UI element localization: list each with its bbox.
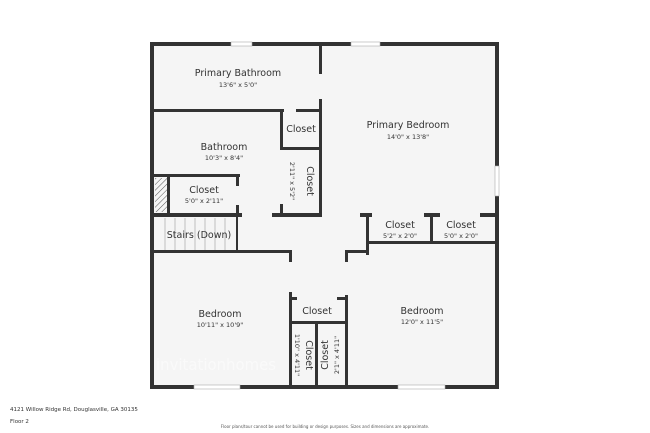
room-label: Closet xyxy=(302,306,332,317)
room-label: Closet xyxy=(385,220,415,231)
room-dimensions: 10'11" x 10'9" xyxy=(197,321,243,329)
room-label: Primary Bathroom xyxy=(195,68,281,79)
walls xyxy=(150,42,499,389)
room-dimensions: 13'6" x 5'0" xyxy=(219,81,257,89)
room-dimensions: 2'1" x 4'11" xyxy=(333,336,341,374)
room-dimensions: 12'0" x 11'5" xyxy=(401,318,443,326)
room-label: Bedroom xyxy=(199,309,242,320)
room-label: Closet xyxy=(303,340,314,370)
stairs-graphic xyxy=(164,218,226,250)
room-label: Closet xyxy=(304,166,315,196)
room-dimensions: 5'2" x 2'0" xyxy=(383,232,417,240)
room-label: Closet xyxy=(446,220,476,231)
room-label: Primary Bedroom xyxy=(367,120,450,131)
room-label: Closet xyxy=(320,340,331,370)
room-label: Bathroom xyxy=(201,142,248,153)
disclaimer: Floor plans/tour cannot be used for buil… xyxy=(220,424,430,429)
room-label: Bedroom xyxy=(401,306,444,317)
room-label: Closet xyxy=(189,185,219,196)
room-dimensions: 14'0" x 13'8" xyxy=(387,133,429,141)
room-dimensions: 2'11" x 5'2" xyxy=(288,162,296,200)
room-label: Stairs (Down) xyxy=(167,230,231,241)
room-dimensions: 10'3" x 8'4" xyxy=(205,154,243,162)
room-dimensions: 5'0" x 2'11" xyxy=(185,197,223,205)
room-dimensions: 5'0" x 2'0" xyxy=(444,232,478,240)
room-dimensions: 1'10" x 4'11" xyxy=(293,334,301,376)
address: 4121 Willow Ridge Rd, Douglasville, GA 3… xyxy=(10,407,138,413)
windows xyxy=(193,41,500,390)
watermark: invitationhomes xyxy=(156,355,276,374)
room-label: Closet xyxy=(286,124,316,135)
hatched-area xyxy=(155,178,168,212)
floor-label: Floor 2 xyxy=(10,419,29,425)
